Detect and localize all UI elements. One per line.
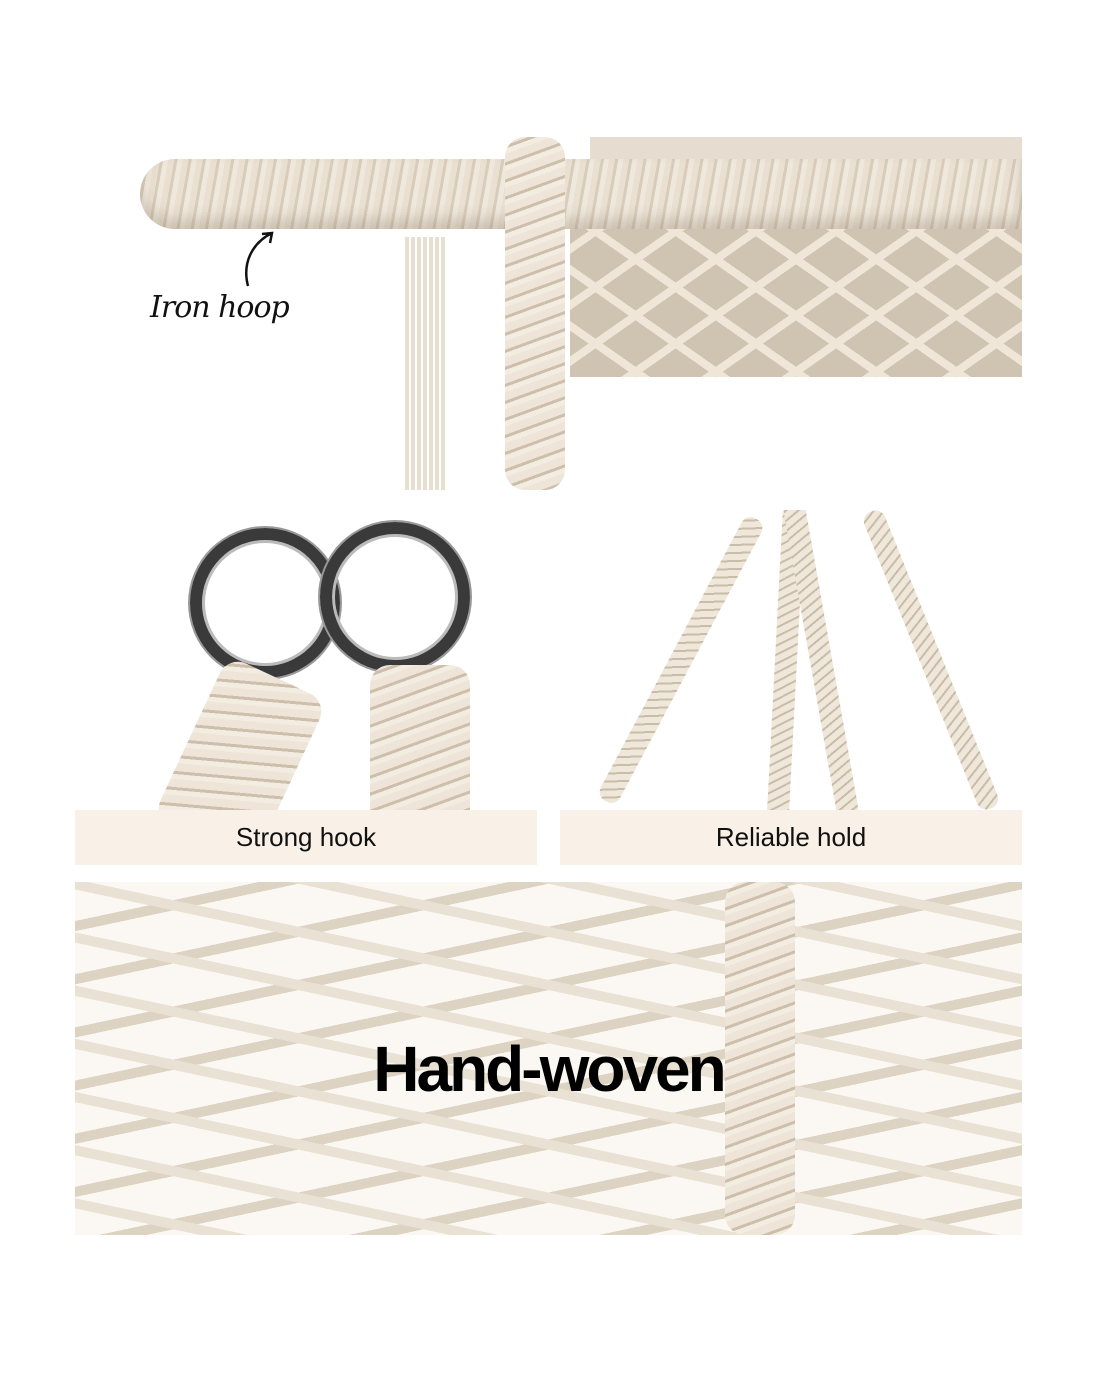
reliable-hold-label: Reliable hold [560,810,1022,865]
arrow-icon [245,231,274,287]
rope-end [152,655,328,810]
iron-hoop-annotation: Iron hoop [150,290,290,325]
hand-woven-photo: Hand-woven [75,882,1022,1235]
tassel [405,237,445,490]
rope-end [370,665,470,810]
rope [860,510,1002,810]
hand-woven-title: Hand-woven [373,1033,726,1105]
braided-rope [725,882,795,1235]
braided-rope [505,137,565,490]
metal-ring [190,528,340,678]
rope [596,513,766,807]
strong-hook-photo [75,510,537,810]
iron-hoop-photo [140,137,1022,490]
rope-net [570,227,1022,377]
reliable-hold-photo [560,510,1022,810]
metal-ring [320,522,470,672]
iron-hoop [140,159,1022,229]
strong-hook-label: Strong hook [75,810,537,865]
